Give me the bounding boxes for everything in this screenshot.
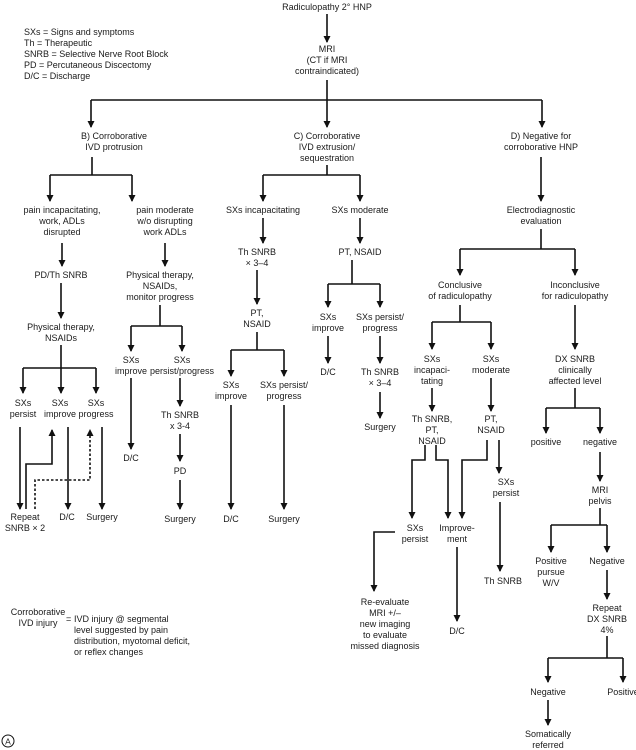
branch-connector	[263, 165, 360, 176]
branch-connector	[460, 229, 575, 250]
branch-connector	[131, 305, 182, 327]
node-b1a: PD/Th SNRB	[34, 270, 87, 280]
node-c1d: SXs persist/progress	[260, 380, 309, 401]
branch-connector	[231, 332, 284, 351]
node-c2c: SXs persist/progress	[356, 312, 405, 333]
node-b1b: Physical therapy,NSAIDs	[27, 322, 95, 343]
panel-label: A	[1, 734, 15, 748]
branch-connector	[432, 305, 491, 323]
node-d3f: Negative	[589, 556, 625, 566]
arrow-connector	[408, 445, 426, 519]
node-c2f: Surgery	[364, 422, 396, 432]
node-d2f: Th SNRB	[484, 576, 522, 586]
arrow-connector	[458, 440, 488, 519]
node-b1h: Surgery	[86, 512, 118, 522]
node-b2a: Physical therapy,NSAIDs,monitor progress	[126, 270, 194, 302]
arrow-connector	[25, 429, 56, 509]
panel-label-text: A	[5, 737, 11, 747]
branch-connector	[328, 260, 380, 285]
branch-connector	[551, 508, 607, 526]
node-b1g: D/C	[59, 512, 75, 522]
node-d3b: positive	[531, 437, 562, 447]
node-c2a: PT, NSAID	[338, 247, 382, 257]
arrow-connector	[34, 429, 94, 509]
node-d3c: negative	[583, 437, 617, 447]
node-c2: SXs moderate	[331, 205, 388, 215]
node-c1b: PT,NSAID	[243, 308, 271, 329]
branch-connector	[546, 388, 600, 409]
node-b2g: Surgery	[164, 514, 196, 524]
node-c1: SXs incapacitating	[226, 205, 300, 215]
branch-connector	[23, 345, 96, 369]
node-d2h: Improve-ment	[439, 523, 475, 544]
node-d3h: Negative	[530, 687, 566, 697]
branch-connector	[50, 157, 132, 176]
node-c1f: Surgery	[268, 514, 300, 524]
node-b2d: D/C	[123, 453, 139, 463]
arrow-connector	[370, 531, 395, 592]
arrow-connector	[435, 445, 452, 519]
connector-lines	[16, 14, 627, 726]
node-d3i: Positive	[607, 687, 636, 697]
node-c2e: Th SNRB× 3–4	[361, 367, 399, 388]
node-c1e: D/C	[223, 514, 239, 524]
node-c2d: D/C	[320, 367, 336, 377]
node-d2i: D/C	[449, 626, 465, 636]
node-root: Radiculopathy 2° HNP	[282, 2, 372, 12]
node-c1a: Th SNRB× 3–4	[238, 247, 276, 268]
branch-connector	[91, 80, 542, 101]
node-b2f: PD	[174, 466, 187, 476]
branch-connector	[548, 636, 623, 659]
footnote-equals: =	[66, 614, 71, 624]
node-d2c: Th SNRB,PT,NSAID	[412, 414, 453, 446]
node-d2d: PT,NSAID	[477, 414, 505, 435]
